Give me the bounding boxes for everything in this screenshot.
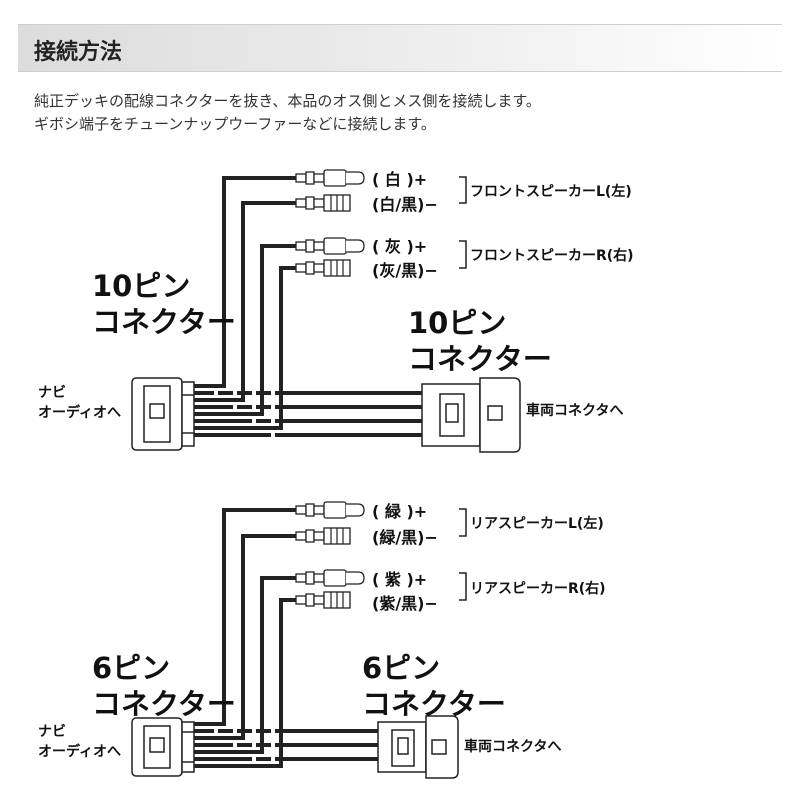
bracket-rear-l — [459, 508, 467, 537]
wires-10pin — [193, 176, 424, 437]
terminal-purple-black — [295, 591, 351, 609]
intro-line-1: 純正デッキの配線コネクターを抜き、本品のオス側とメス側を接続します。 — [34, 92, 541, 110]
terminal-white — [295, 169, 365, 187]
right-6pin-label: 6ピン コネクター — [362, 651, 506, 721]
terminal-gray-black — [295, 259, 351, 277]
navi-audio-label-10pin: ナビ オーディオへ — [38, 385, 122, 421]
speaker-label-front-l: フロントスピーカーL(左) — [470, 184, 632, 200]
left-10pin-label: 10ピン コネクター — [92, 269, 236, 339]
terminal-green-black — [295, 527, 351, 545]
left-6pin-label: 6ピン コネクター — [92, 651, 236, 721]
wire-purple-black — [193, 598, 298, 768]
terminal-purple — [295, 569, 365, 587]
wire-label-gray: ( 灰 )+ — [372, 237, 428, 256]
wire-green-black — [193, 534, 298, 740]
speaker-label-front-r: フロントスピーカーR(右) — [470, 248, 634, 264]
speaker-label-rear-r: リアスピーカーR(右) — [470, 581, 606, 597]
vehicle-connector-label-6pin: 車両コネクタへ — [464, 739, 562, 755]
wire-label-purple: ( 紫 )+ — [372, 570, 428, 589]
wire-label-white: ( 白 )+ — [372, 170, 428, 189]
wire-gray-black — [193, 266, 298, 430]
terminal-green — [295, 501, 365, 519]
intro-text: 純正デッキの配線コネクターを抜き、本品のオス側とメス側を接続します。 ギボシ端子… — [34, 90, 541, 136]
navi-audio-label-6pin: ナビ オーディオへ — [38, 724, 122, 760]
right-6pin-connector — [377, 715, 459, 779]
bracket-front-r — [459, 240, 467, 269]
wire-white — [193, 176, 298, 388]
wire-purple — [193, 576, 298, 754]
terminal-gray — [295, 237, 365, 255]
page-title: 接続方法 — [34, 40, 123, 65]
wire-label-purple-black: (紫/黒)− — [372, 594, 438, 613]
wires-6pin — [193, 508, 380, 768]
terminal-white-black — [295, 194, 351, 212]
section-header: 接続方法 — [18, 24, 782, 72]
right-10pin-connector — [421, 377, 521, 453]
wire-label-green-black: (緑/黒)− — [372, 528, 438, 547]
wire-label-green: ( 緑 )+ — [372, 502, 428, 521]
wire-gray — [193, 244, 298, 416]
left-6pin-connector — [131, 717, 195, 777]
vehicle-connector-label-10pin: 車両コネクタへ — [526, 403, 624, 419]
bracket-front-l — [459, 176, 467, 204]
bracket-rear-r — [459, 572, 467, 601]
wire-label-white-black: (白/黒)− — [372, 195, 438, 214]
left-10pin-connector — [131, 377, 195, 451]
wire-white-black — [193, 201, 298, 402]
wire-label-gray-black: (灰/黒)− — [372, 261, 438, 280]
speaker-label-rear-l: リアスピーカーL(左) — [470, 516, 604, 532]
wire-green — [193, 508, 298, 726]
intro-line-2: ギボシ端子をチューンナップウーファーなどに接続します。 — [34, 115, 436, 133]
right-10pin-label: 10ピン コネクター — [408, 306, 552, 376]
